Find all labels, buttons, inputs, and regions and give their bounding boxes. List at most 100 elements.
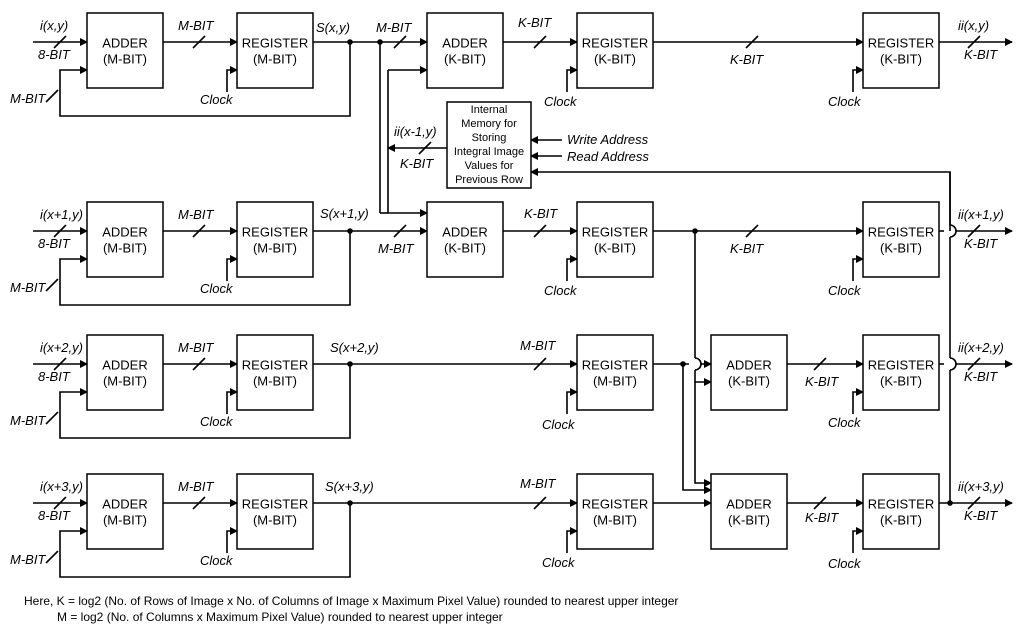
feedback-row2 xyxy=(59,231,351,306)
m-bit-feedback-label: M-BIT xyxy=(10,552,46,567)
bus-width-mark xyxy=(418,141,432,155)
output-label-row3: ii(x+2,y) xyxy=(958,340,1004,355)
m-bit-label: M-BIT xyxy=(520,476,556,491)
bus-width-mark xyxy=(813,496,827,510)
adder-m-row4-width: (M-BIT) xyxy=(103,513,147,528)
bus-width-mark xyxy=(192,357,206,371)
clock-label: Clock xyxy=(542,555,576,570)
register-m-row4b xyxy=(576,473,654,550)
input-label-row3: i(x+2,y) xyxy=(40,340,83,355)
reg-k-row1b-clock-wire xyxy=(852,66,864,92)
adder-k-row2-title: ADDER xyxy=(442,225,488,240)
adder-m-row3-title: ADDER xyxy=(102,358,148,373)
register-k-row2a xyxy=(576,201,654,278)
clock-label: Clock xyxy=(828,94,862,109)
memory-text-line: Storing xyxy=(472,132,507,144)
register-k-row1b xyxy=(862,12,940,89)
adder-k-row1-width: (K-BIT) xyxy=(444,52,486,67)
bus-width-mark xyxy=(745,224,759,238)
bus-width-mark xyxy=(45,278,59,292)
bus-width-mark xyxy=(967,496,981,510)
register-k-row3 xyxy=(862,334,940,411)
register-k-row4-title: REGISTER xyxy=(868,497,934,512)
input-label-row4: i(x+3,y) xyxy=(40,479,83,494)
register-k-row1b-width: (K-BIT) xyxy=(880,52,922,67)
register-m-row2-width: (M-BIT) xyxy=(253,241,297,256)
adder-m-row4 xyxy=(86,473,164,550)
feedback-row4 xyxy=(59,503,351,578)
bus-width-mark xyxy=(967,224,981,238)
k-bit-label: K-BIT xyxy=(805,510,839,525)
bus-width-mark xyxy=(533,224,547,238)
bus-width-mark xyxy=(745,35,759,49)
ii-prev-label: ii(x-1,y) xyxy=(394,124,437,139)
clock-label: Clock xyxy=(200,553,234,568)
k-bit-output-label: K-BIT xyxy=(964,236,998,251)
register-m-row4-title: REGISTER xyxy=(242,497,308,512)
register-k-row3-width: (K-BIT) xyxy=(880,374,922,389)
clock-label: Clock xyxy=(828,415,862,430)
m-bit-label: M-BIT xyxy=(178,18,214,33)
m-bit-feedback-label: M-BIT xyxy=(10,91,46,106)
clock-label: Clock xyxy=(828,556,862,571)
bus-width-mark xyxy=(53,224,67,238)
feedback-row3 xyxy=(59,364,351,439)
adder-k-row3-title: ADDER xyxy=(726,358,772,373)
register-k-row1a xyxy=(576,12,654,89)
bus-width-mark xyxy=(813,357,827,371)
bus-width-mark xyxy=(393,35,407,49)
sum-label-row2: S(x+1,y) xyxy=(320,206,369,221)
reg-k-row2b-clock-wire xyxy=(852,255,864,281)
row3-to-adder-row4 xyxy=(682,364,712,494)
memory-text-line: Integral Image xyxy=(454,146,524,158)
adder-m-row3-width: (M-BIT) xyxy=(103,374,147,389)
eight-bit-label: 8-BIT xyxy=(38,508,71,523)
memory-text-line: Previous Row xyxy=(455,174,523,186)
adder-m-row4-title: ADDER xyxy=(102,497,148,512)
k-bit-output-label: K-BIT xyxy=(964,508,998,523)
output-label-row2: ii(x+1,y) xyxy=(958,207,1004,222)
bus-width-mark xyxy=(45,411,59,425)
register-m-row3b-width: (M-BIT) xyxy=(593,374,637,389)
m-bit-label: M-BIT xyxy=(378,241,414,256)
register-k-row1a-width: (K-BIT) xyxy=(594,52,636,67)
reg-k-row3-clock-wire xyxy=(852,388,864,414)
k-bit-output-label: K-BIT xyxy=(964,47,998,62)
k-bit-label: K-BIT xyxy=(400,156,434,171)
internal-memory-block xyxy=(446,101,532,189)
adder-m-row1 xyxy=(86,12,164,89)
adder-k-row4 xyxy=(710,473,788,550)
write-address-label: Write Address xyxy=(567,132,649,147)
reg-m-row1-clock-wire xyxy=(226,66,238,92)
m-bit-label: M-BIT xyxy=(520,338,556,353)
output-label-row4: ii(x+3,y) xyxy=(958,479,1004,494)
bus-width-mark xyxy=(45,550,59,564)
register-m-row2 xyxy=(236,201,314,278)
register-m-row4b-title: REGISTER xyxy=(582,497,648,512)
bus-width-mark xyxy=(192,496,206,510)
register-m-row4-width: (M-BIT) xyxy=(253,513,297,528)
note-k-definition: Here, K = log2 (No. of Rows of Image x N… xyxy=(24,594,678,608)
reg-m-row4-clock-wire xyxy=(226,527,238,553)
k-bit-label: K-BIT xyxy=(518,15,552,30)
wire-hop xyxy=(694,357,702,371)
register-m-row2-title: REGISTER xyxy=(242,225,308,240)
sum-label-row4: S(x+3,y) xyxy=(325,479,374,494)
register-m-row1 xyxy=(236,12,314,89)
dist-to-adder-row4 xyxy=(694,382,712,487)
k-bit-label: K-BIT xyxy=(730,52,764,67)
reg-k-row4-clock-wire xyxy=(852,527,864,553)
k-bit-output-label: K-BIT xyxy=(964,369,998,384)
m-bit-label: M-BIT xyxy=(178,479,214,494)
wire-hop xyxy=(949,224,957,238)
adder-k-row4-width: (K-BIT) xyxy=(728,513,770,528)
adder-k-row2 xyxy=(426,201,504,278)
adder-k-row3-width: (K-BIT) xyxy=(728,374,770,389)
register-k-row2a-width: (K-BIT) xyxy=(594,241,636,256)
adder-k-row1-title: ADDER xyxy=(442,36,488,51)
note-m-definition: M = log2 (No. of Columns x Maximum Pixel… xyxy=(57,610,503,624)
k-bit-label: K-BIT xyxy=(805,374,839,389)
register-m-row4 xyxy=(236,473,314,550)
bus-width-mark xyxy=(533,496,547,510)
